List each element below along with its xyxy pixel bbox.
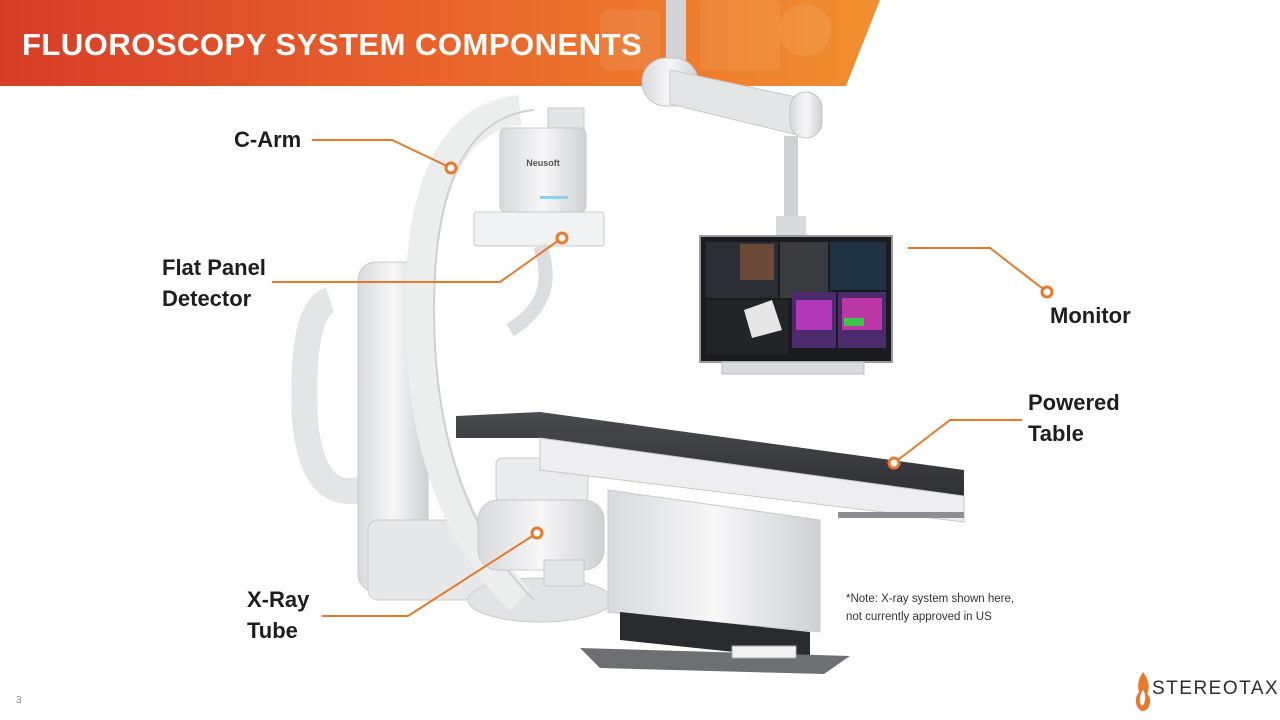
label-powered-table-line2: Table — [1028, 421, 1084, 446]
monitor-callout-dot — [1040, 285, 1054, 299]
detector-cable — [506, 243, 553, 337]
label-monitor: Monitor — [1050, 300, 1131, 331]
powered-table-callout-line — [893, 419, 1022, 464]
flame-logo-icon — [1135, 672, 1151, 711]
callout-lines — [272, 139, 1048, 617]
xray-tube-callout-dot — [530, 526, 544, 540]
label-xray-tube: X-Ray Tube — [247, 584, 309, 646]
monitor-screen — [699, 235, 893, 375]
label-c-arm: C-Arm — [234, 124, 301, 155]
powered-table — [456, 412, 965, 674]
label-c-arm-text: C-Arm — [234, 127, 302, 152]
xray-tube-callout-line — [322, 532, 538, 617]
label-xray-tube-line1: X-Ray — [247, 587, 310, 612]
callout-dots — [444, 161, 1054, 540]
stereotaxis-logo: STEREOTAXIS — [1132, 668, 1280, 712]
logo-wordmark: STEREOTAXIS — [1152, 678, 1280, 699]
powered-table-callout-dot — [887, 456, 901, 470]
label-flat-panel-detector: Flat Panel Detector — [162, 252, 266, 314]
monitor-ceiling-arm — [641, 0, 823, 238]
c-arm-callout-dot — [444, 161, 458, 175]
device-brand: Neusoft — [526, 158, 560, 168]
label-powered-table-line1: Powered — [1028, 390, 1120, 415]
flat-panel-callout-line — [272, 237, 563, 283]
label-xray-tube-line2: Tube — [247, 618, 298, 643]
flat-panel-detector: Neusoft — [473, 107, 605, 247]
flat-panel-callout-dot — [555, 231, 569, 245]
label-flat-panel-line1: Flat Panel — [162, 255, 266, 280]
page-number: 3 — [16, 695, 22, 706]
monitor-callout-line — [908, 247, 1048, 293]
approval-note-line1: *Note: X-ray system shown here, — [846, 593, 1015, 605]
approval-note-line2: not currently approved in US — [846, 611, 992, 623]
label-monitor-text: Monitor — [1050, 303, 1131, 328]
xray-tube — [477, 457, 605, 587]
page-title: FLUOROSCOPY SYSTEM COMPONENTS — [22, 27, 643, 62]
label-flat-panel-line2: Detector — [162, 286, 252, 311]
c-arm-callout-line — [312, 139, 452, 169]
approval-note: *Note: X-ray system shown here, not curr… — [846, 590, 1014, 626]
label-powered-table: Powered Table — [1028, 387, 1120, 449]
